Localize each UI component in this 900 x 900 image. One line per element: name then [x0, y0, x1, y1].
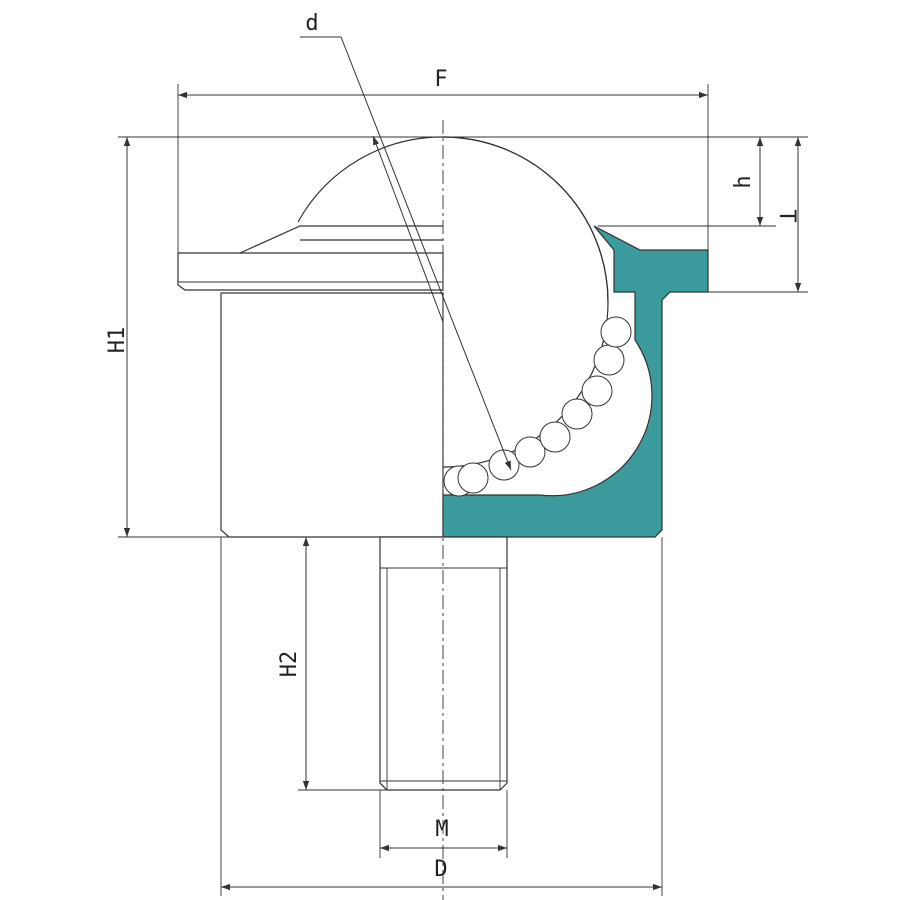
label-d: d	[305, 11, 318, 36]
dimension-H1: H1	[105, 137, 229, 538]
dimension-H2: H2	[277, 536, 387, 791]
label-D: D	[434, 857, 447, 882]
label-T: T	[774, 209, 799, 222]
bearing-ball	[561, 398, 593, 430]
bearing-ball	[581, 375, 613, 407]
bearing-ball	[600, 316, 632, 348]
dimension-M: M	[379, 790, 508, 858]
label-H1: H1	[105, 327, 130, 354]
label-h: h	[731, 175, 756, 188]
bearing-ball	[457, 462, 489, 494]
dimension-F: F	[177, 67, 709, 253]
bearing-ball	[539, 421, 571, 453]
right-half-section	[442, 136, 709, 538]
label-H2: H2	[277, 651, 302, 678]
housing-section	[442, 225, 709, 538]
flange-left	[177, 252, 444, 291]
bearing-ball	[488, 449, 520, 481]
left-half-exterior	[177, 136, 609, 538]
label-F: F	[434, 67, 447, 92]
body-cylinder-left	[220, 292, 444, 538]
bearing-ball	[593, 344, 625, 376]
dimension-D: D	[220, 537, 663, 896]
dimension-d: d	[300, 11, 512, 471]
dimension-T: T	[774, 137, 802, 292]
lip-cone	[239, 225, 443, 254]
bearing-balls	[443, 316, 632, 497]
dimension-h: h	[731, 137, 764, 226]
label-M: M	[435, 817, 448, 842]
bearing-ball	[514, 436, 546, 468]
